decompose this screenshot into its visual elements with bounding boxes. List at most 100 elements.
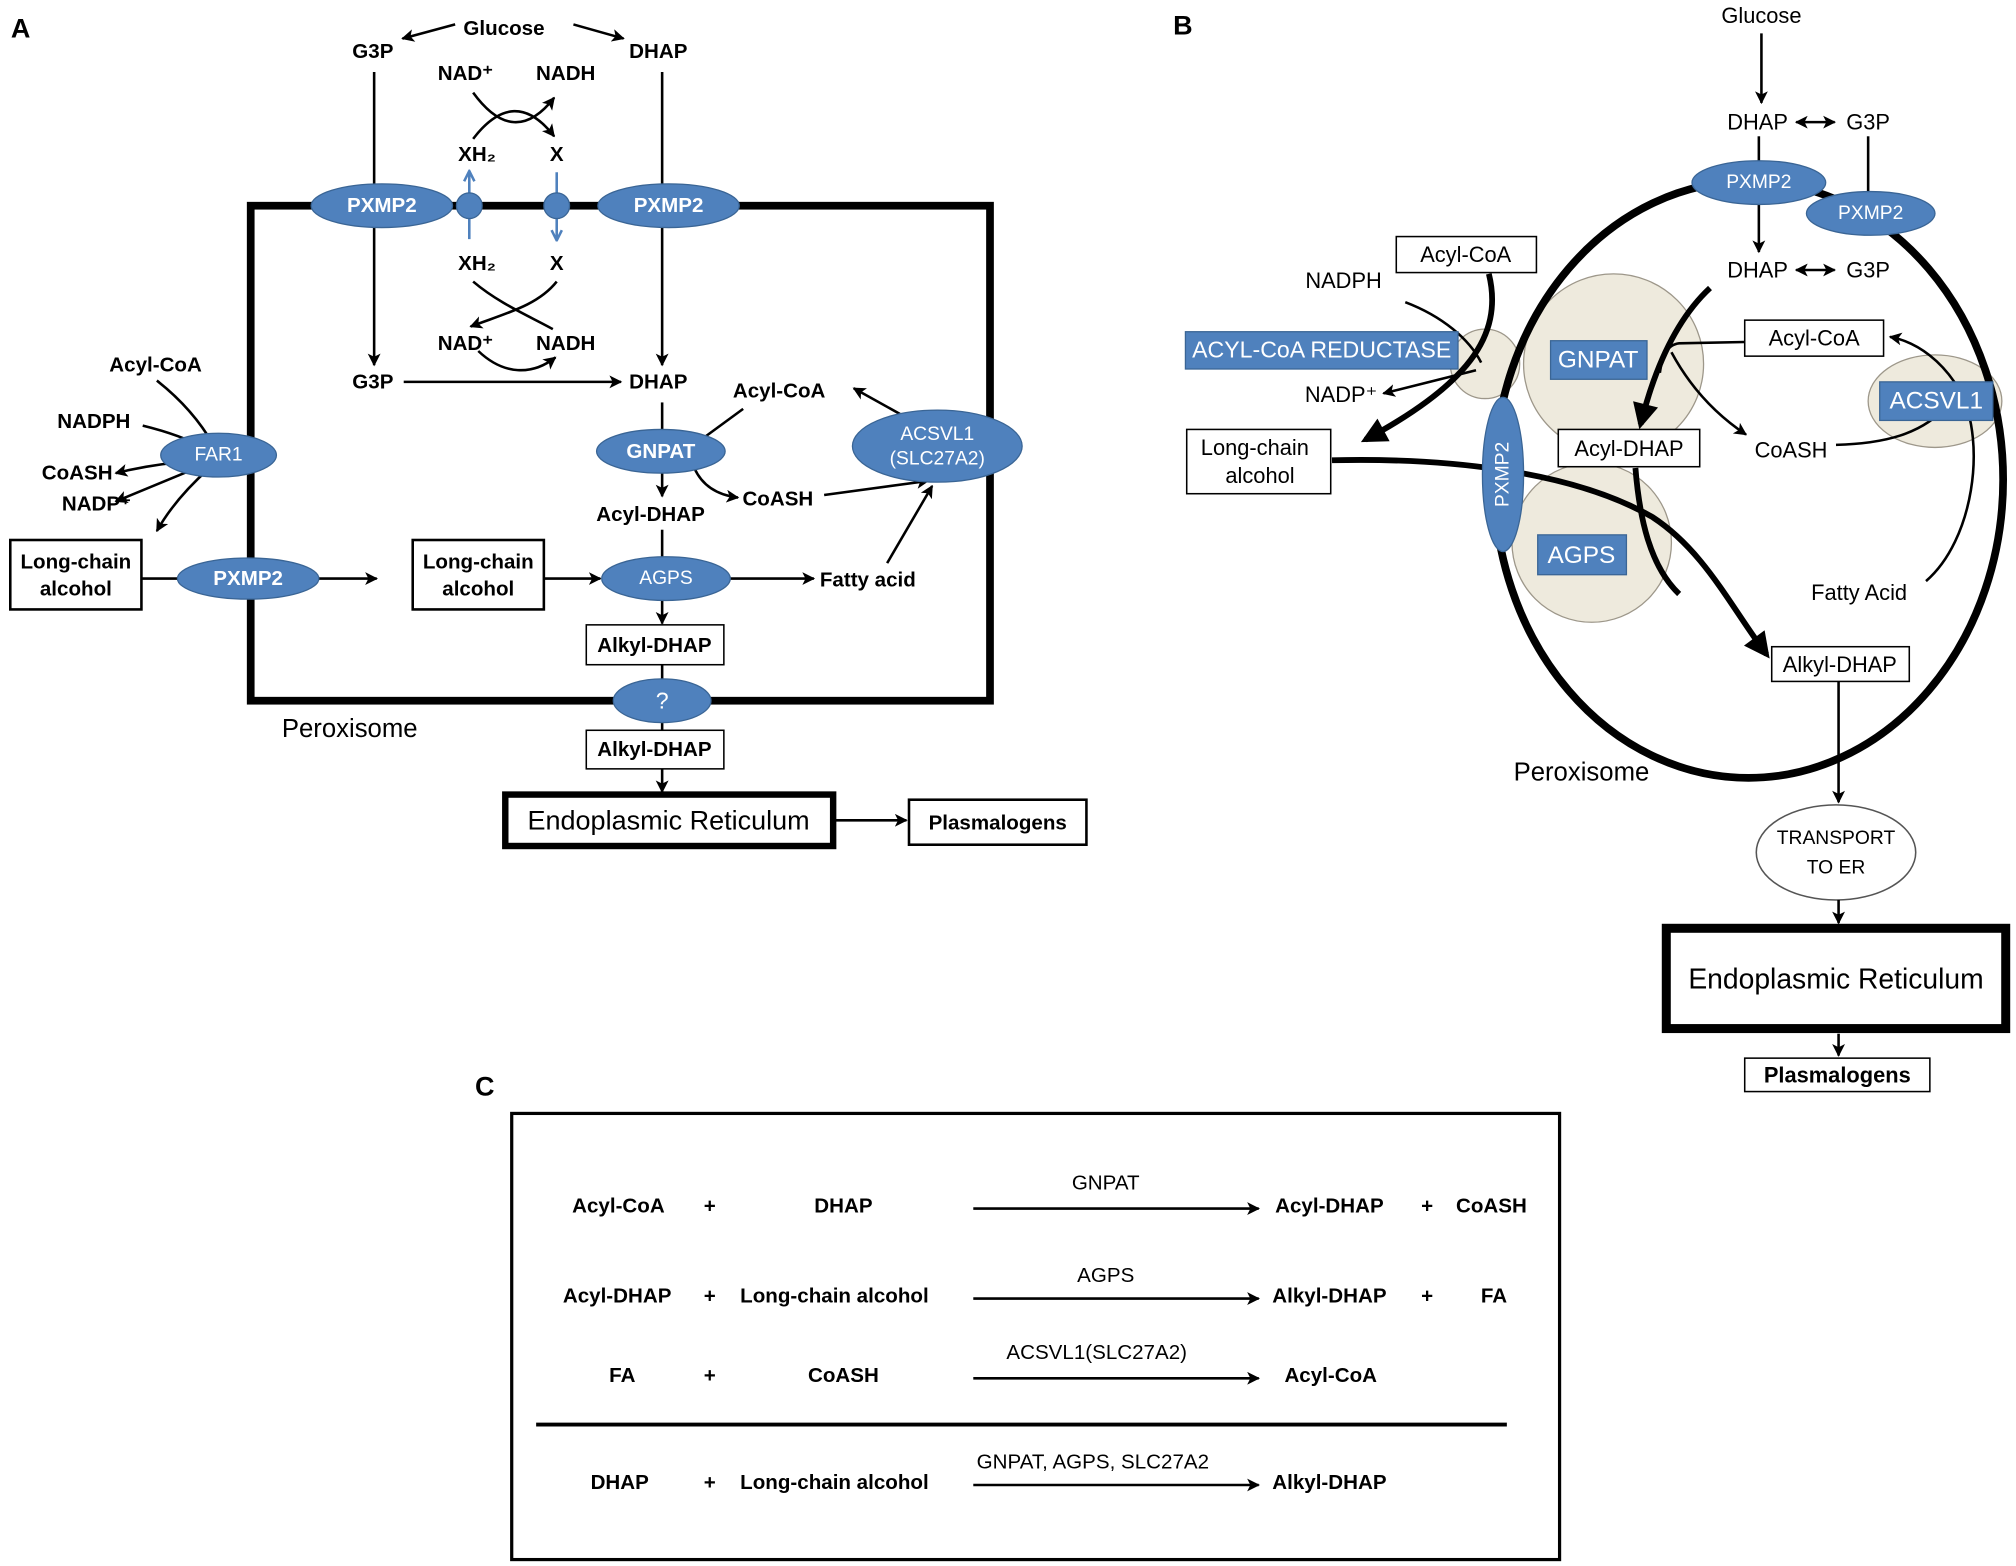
arrow-x-to-xh2-in <box>469 280 558 329</box>
panel-c-label: C <box>475 1071 494 1101</box>
plus-sign: + <box>704 1285 716 1308</box>
net-reaction-row: DHAP + Long-chain alcohol GNPAT, AGPS, S… <box>591 1450 1387 1494</box>
reactant-2: CoASH <box>808 1364 879 1387</box>
fatty-acid-label-b: Fatty Acid <box>1811 580 1907 605</box>
long-chain-alcohol-box-b <box>1185 428 1332 495</box>
arrow-gnpat-to-coash-b <box>1670 351 1748 436</box>
acyl-dhap-label: Acyl-DHAP <box>596 503 705 526</box>
reactant-1: Acyl-DHAP <box>563 1285 672 1308</box>
coash-label-b: CoASH <box>1755 438 1828 463</box>
reaction-row: Acyl-DHAP + Long-chain alcohol AGPS Alky… <box>563 1264 1507 1308</box>
shuttle-transporter-xh2 <box>455 192 483 220</box>
arrow-gnpat-to-coash <box>693 467 740 503</box>
arrow-glucose-to-dhap <box>573 23 625 42</box>
agps-label: AGPS <box>639 568 693 589</box>
acyl-coa-cytosol-label-b: Acyl-CoA <box>1420 242 1511 267</box>
acyl-dhap-label-b: Acyl-DHAP <box>1574 436 1683 461</box>
arrow-xh2-to-x-out <box>472 110 556 140</box>
panel-b: B Glucose DHAP G3P PXMP2 PXMP2 DHAP G3P … <box>1173 3 2011 1093</box>
panel-a-label: A <box>11 13 31 43</box>
reactant-2: Long-chain alcohol <box>740 1285 928 1308</box>
pxmp2-dhap-channel-b <box>1691 160 1827 206</box>
shuttle-transporter-x <box>543 192 571 220</box>
pxmp2-alcohol-channel <box>176 557 320 600</box>
plus-sign: + <box>704 1364 716 1387</box>
reactant-2: DHAP <box>814 1195 873 1218</box>
nadph-label: NADPH <box>57 410 130 433</box>
nadp-plus-label-b: NADP⁺ <box>1305 382 1377 407</box>
pxmp2-label: PXMP2 <box>347 194 417 217</box>
alcohol-label-b: alcohol <box>1225 463 1294 488</box>
transport-label: TRANSPORT <box>1777 828 1896 849</box>
line-acyl-coa-to-gnpat-b <box>1658 340 1745 374</box>
pxmp2-dhap-channel <box>597 183 740 229</box>
arrow-nad-to-nadh-out <box>472 91 556 124</box>
fatty-acid-label: Fatty acid <box>820 568 916 591</box>
to-er-label: TO ER <box>1807 857 1866 878</box>
g3p-peroxisome-label: G3P <box>352 370 393 393</box>
reaction-row: FA + CoASH ACSVL1(SLC27A2) Acyl-CoA <box>609 1341 1377 1387</box>
product-1: Alkyl-DHAP <box>1272 1285 1387 1308</box>
panel-a: A Glucose G3P DHAP NAD⁺ NADH XH₂ X PXMP2… <box>9 13 1088 850</box>
acsvl1-label-b: ACSVL1 <box>1889 388 1983 415</box>
panel-b-label: B <box>1173 11 1193 41</box>
long-chain-label-b: Long-chain <box>1201 435 1309 460</box>
slc27a2-label: (SLC27A2) <box>890 449 985 470</box>
arrow-far1-to-long-chain-alcohol <box>155 467 211 533</box>
nad-plus-out-label: NAD⁺ <box>438 62 494 85</box>
acyl-coa-gnpat-label: Acyl-CoA <box>733 379 826 402</box>
line-nadph-to-reductase <box>1404 300 1483 364</box>
nad-plus-in-label: NAD⁺ <box>438 332 494 355</box>
acsvl1-enzyme <box>851 409 1023 483</box>
enzyme-label: GNPAT, AGPS, SLC27A2 <box>977 1450 1209 1473</box>
arrow-coash-to-acsvl1 <box>823 476 930 497</box>
nadh-out-label: NADH <box>536 62 595 85</box>
nadp-plus-label: NADP⁺ <box>62 493 131 516</box>
nadph-label-b: NADPH <box>1305 268 1381 293</box>
reactant-1: DHAP <box>591 1471 650 1494</box>
agps-enzyme-b <box>1537 534 1628 576</box>
enzyme-label: ACSVL1(SLC27A2) <box>1006 1341 1187 1364</box>
alkyl-dhap-box-b <box>1770 645 1911 683</box>
alkyl-dhap-exported-label: Alkyl-DHAP <box>597 738 712 761</box>
product-1: Alkyl-DHAP <box>1272 1471 1387 1494</box>
arrow-reductase-to-nadp <box>1382 369 1477 397</box>
acsvl1-label: ACSVL1 <box>900 424 974 445</box>
reactant-1: Acyl-CoA <box>572 1195 665 1218</box>
alkyl-dhap-label: Alkyl-DHAP <box>597 634 712 657</box>
unknown-transporter <box>612 678 712 724</box>
product-2: FA <box>1481 1285 1507 1308</box>
glucose-label: Glucose <box>463 17 544 40</box>
plasmalogens-box-a <box>907 798 1088 847</box>
far1-enzyme <box>160 432 278 478</box>
far1-label: FAR1 <box>194 445 242 466</box>
pxmp2-g3p-channel-b <box>1805 190 1936 236</box>
transport-to-er <box>1755 804 1917 901</box>
xh2-in-label: XH₂ <box>458 252 496 275</box>
nadh-in-label: NADH <box>536 332 595 355</box>
acyl-coa-reductase-enzyme <box>1184 331 1459 370</box>
er-label-b: Endoplasmic Reticulum <box>1688 962 1983 994</box>
long-chain-alcohol-peroxisome-box <box>411 538 546 611</box>
reactant-1: FA <box>609 1364 635 1387</box>
product-1: Acyl-DHAP <box>1275 1195 1384 1218</box>
reaction-summary-box <box>510 1111 1562 1562</box>
unknown-transporter-label: ? <box>656 688 669 714</box>
gnpat-label-b: GNPAT <box>1558 347 1639 374</box>
x-in-label: X <box>550 252 564 275</box>
acyl-coa-box-cytosol-b <box>1395 235 1538 274</box>
long-chain-label: Long-chain <box>423 550 534 573</box>
arrow-acsvl1-to-acyl-coa <box>852 387 901 416</box>
plus-sign: + <box>704 1195 716 1218</box>
glucose-label-b: Glucose <box>1721 3 1801 28</box>
peroxisome-label-a: Peroxisome <box>282 715 418 743</box>
long-chain-label: Long-chain <box>20 550 131 573</box>
pxmp2-g3p-channel <box>310 183 454 229</box>
pxmp2-label: PXMP2 <box>634 194 704 217</box>
g3p-peroxisome-label-b: G3P <box>1846 258 1890 283</box>
plasmalogens-label-b: Plasmalogens <box>1764 1062 1911 1087</box>
gnpat-enzyme <box>595 428 726 474</box>
er-label-a: Endoplasmic Reticulum <box>528 805 810 835</box>
dhap-cytosol-label-b: DHAP <box>1727 110 1788 135</box>
